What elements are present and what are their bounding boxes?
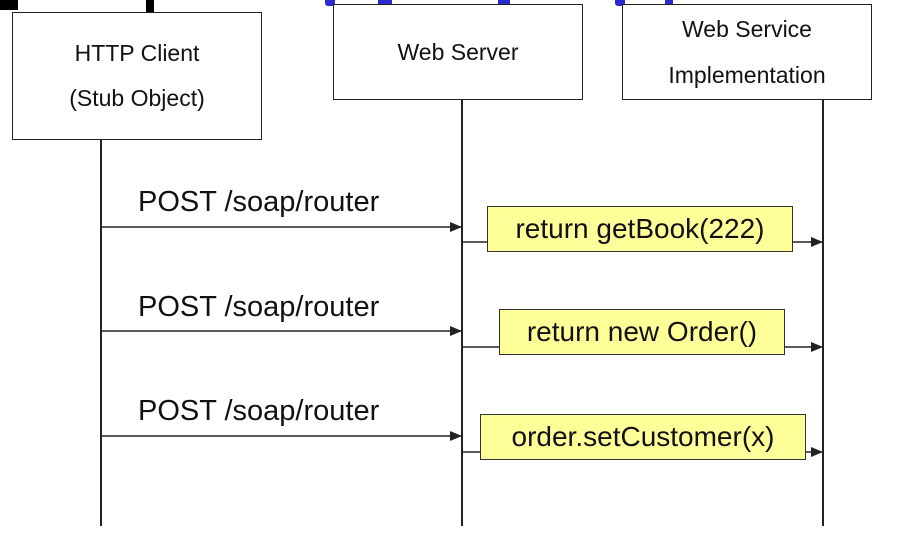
cropped-top-mark	[146, 0, 154, 12]
cropped-top-bar	[0, 0, 18, 10]
cropped-title-fragment	[665, 0, 673, 6]
cropped-title-fragment	[378, 0, 392, 6]
lifeline-web-service	[822, 99, 824, 526]
lifeline-web-server	[461, 99, 463, 526]
cropped-title-fragment	[498, 0, 510, 6]
call-box: return getBook(222)	[487, 206, 793, 252]
call-box: return new Order()	[499, 309, 785, 355]
participant-label: Web Server	[397, 38, 519, 65]
request-label: POST /soap/router	[138, 291, 380, 323]
request-label: POST /soap/router	[138, 395, 380, 427]
cropped-title-fragment	[615, 0, 625, 6]
participant-web-server: Web Server	[333, 4, 583, 100]
participant-label: HTTP Client	[74, 40, 200, 66]
participant-http-client: HTTP Client (Stub Object)	[12, 12, 262, 140]
call-box: order.setCustomer(x)	[480, 414, 806, 460]
participant-label: Implementation	[668, 62, 826, 88]
participant-label: (Stub Object)	[69, 85, 205, 111]
participant-web-service: Web Service Implementation	[622, 4, 872, 100]
cropped-title-fragment	[325, 0, 335, 6]
lifeline-http-client	[100, 139, 102, 526]
request-label: POST /soap/router	[138, 186, 380, 218]
participant-label: Web Service	[682, 16, 812, 42]
